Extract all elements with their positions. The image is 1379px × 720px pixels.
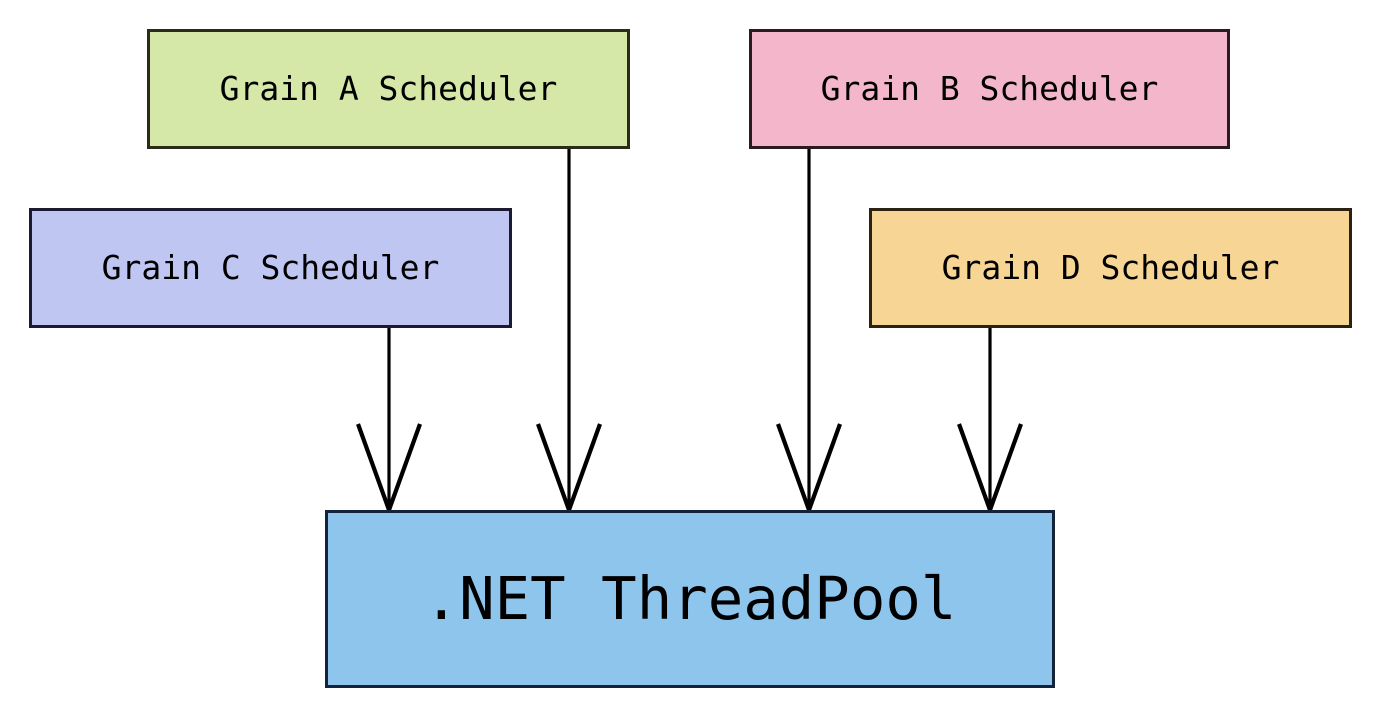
node-dotnet-threadpool[interactable]: .NET ThreadPool (325, 510, 1055, 688)
edges-group (356, 149, 1023, 517)
node-label-grain-a-scheduler: Grain A Scheduler (219, 68, 558, 108)
edge-grain-d-to-threadpool-arrowhead (957, 423, 1023, 517)
node-grain-b-scheduler[interactable]: Grain B Scheduler (749, 29, 1230, 149)
edge-grain-b-to-threadpool-arrowhead (776, 423, 842, 517)
node-grain-d-scheduler[interactable]: Grain D Scheduler (869, 208, 1352, 328)
node-label-dotnet-threadpool: .NET ThreadPool (423, 563, 957, 633)
node-grain-c-scheduler[interactable]: Grain C Scheduler (29, 208, 512, 328)
edge-grain-a-to-threadpool-arrowhead (536, 423, 602, 517)
node-grain-a-scheduler[interactable]: Grain A Scheduler (147, 29, 630, 149)
node-label-grain-b-scheduler: Grain B Scheduler (820, 68, 1159, 108)
node-label-grain-d-scheduler: Grain D Scheduler (941, 247, 1280, 287)
edge-grain-b-to-threadpool (776, 149, 842, 517)
edge-grain-d-to-threadpool (957, 328, 1023, 517)
node-label-grain-c-scheduler: Grain C Scheduler (101, 247, 440, 287)
edge-grain-a-to-threadpool (536, 149, 602, 517)
edge-grain-c-to-threadpool (356, 328, 422, 517)
edge-grain-c-to-threadpool-arrowhead (356, 423, 422, 517)
